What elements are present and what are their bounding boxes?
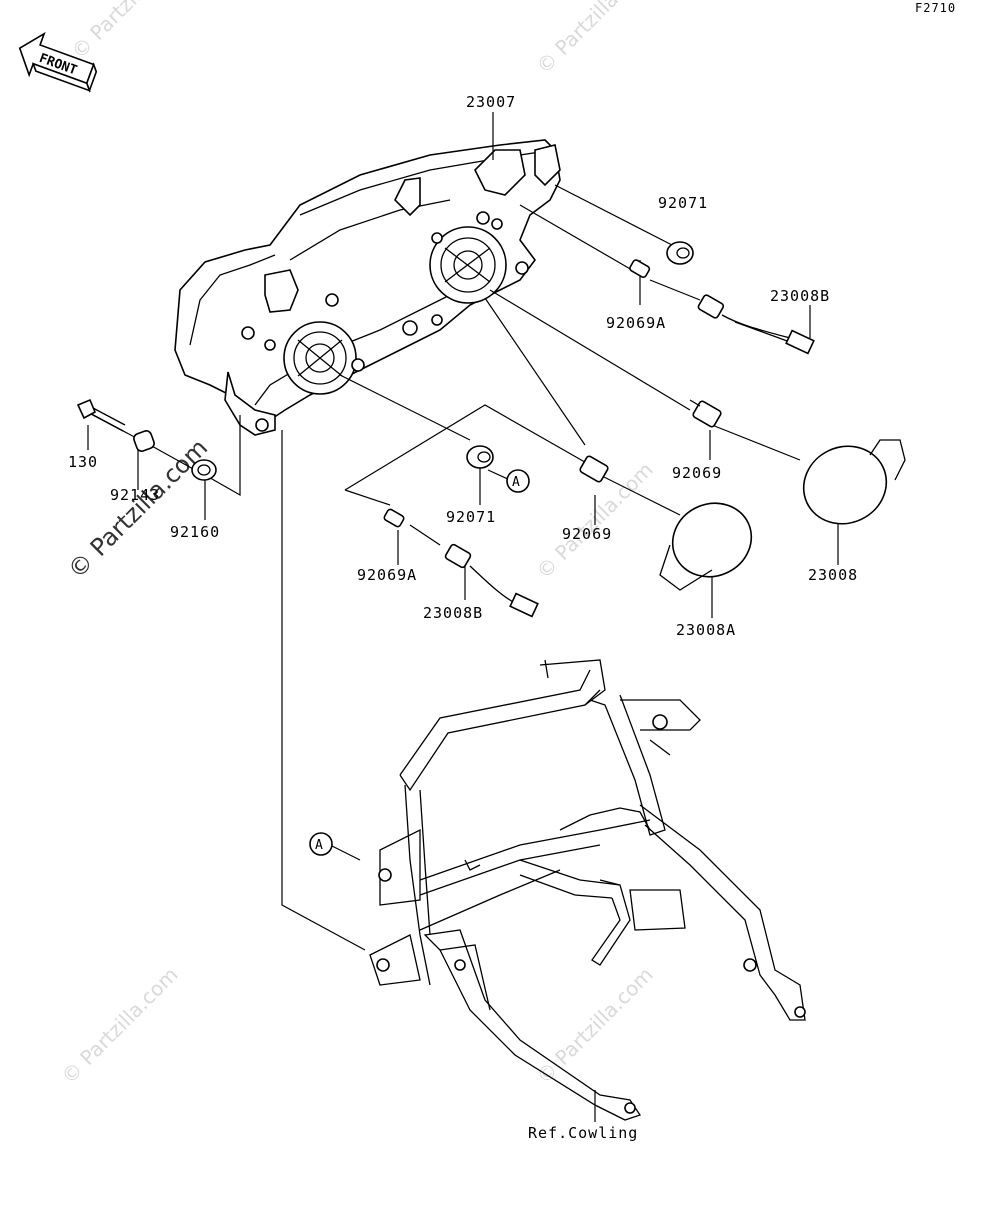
callout-a-top: A bbox=[506, 469, 530, 493]
part-labels: 23007 92071 92069A 23008B 92069 23008 13… bbox=[68, 93, 858, 1142]
watermark-text: © Partzilla.com bbox=[67, 0, 193, 64]
bolt-130 bbox=[76, 398, 126, 432]
front-arrow-icon: FRONT bbox=[18, 31, 98, 93]
watermark-text: © Partzilla.com bbox=[532, 962, 658, 1088]
label-130: 130 bbox=[68, 453, 98, 471]
label-ref-cowling: Ref.Cowling bbox=[528, 1124, 638, 1142]
leader-lines bbox=[87, 112, 839, 1122]
watermarks: © Partzilla.com © Partzilla.com © Partzi… bbox=[57, 0, 658, 1089]
watermark-text: © Partzilla.com bbox=[532, 0, 658, 79]
label-23008A: 23008A bbox=[676, 621, 736, 639]
bulb-92069-mid bbox=[579, 455, 609, 483]
grommet-92071-top bbox=[666, 241, 694, 265]
figure-id: F2710 bbox=[915, 1, 956, 15]
label-23007: 23007 bbox=[466, 93, 516, 111]
label-23008: 23008 bbox=[808, 566, 858, 584]
label-23008B-bottom: 23008B bbox=[423, 604, 483, 622]
collar-92143 bbox=[133, 430, 155, 452]
cover-23008 bbox=[802, 439, 906, 525]
label-92069-right: 92069 bbox=[672, 464, 722, 482]
label-92069-mid: 92069 bbox=[562, 525, 612, 543]
bulb-92069A-top bbox=[629, 259, 651, 279]
cover-23008A bbox=[659, 502, 753, 591]
label-23008B-top: 23008B bbox=[770, 287, 830, 305]
headlight-assembly bbox=[174, 139, 561, 436]
socket-23008B-top bbox=[697, 294, 815, 355]
svg-text:A: A bbox=[512, 475, 521, 490]
label-92069A-bottom: 92069A bbox=[357, 566, 417, 584]
label-92071-top: 92071 bbox=[658, 194, 708, 212]
label-92160: 92160 bbox=[170, 523, 220, 541]
grommet-92160 bbox=[191, 459, 217, 481]
label-92069A-top: 92069A bbox=[606, 314, 666, 332]
watermark-text: © Partzilla.com bbox=[57, 962, 183, 1088]
bulb-92069A-bottom bbox=[383, 508, 405, 528]
socket-23008B-bottom bbox=[444, 543, 539, 618]
callout-a-bottom: A bbox=[309, 832, 333, 856]
label-92143: 92143 bbox=[110, 486, 160, 504]
bulb-92069-right bbox=[689, 399, 722, 428]
grommet-92071-mid bbox=[466, 445, 494, 469]
svg-text:A: A bbox=[315, 838, 324, 853]
headlight-bracket bbox=[369, 659, 806, 1121]
label-92071-mid: 92071 bbox=[446, 508, 496, 526]
